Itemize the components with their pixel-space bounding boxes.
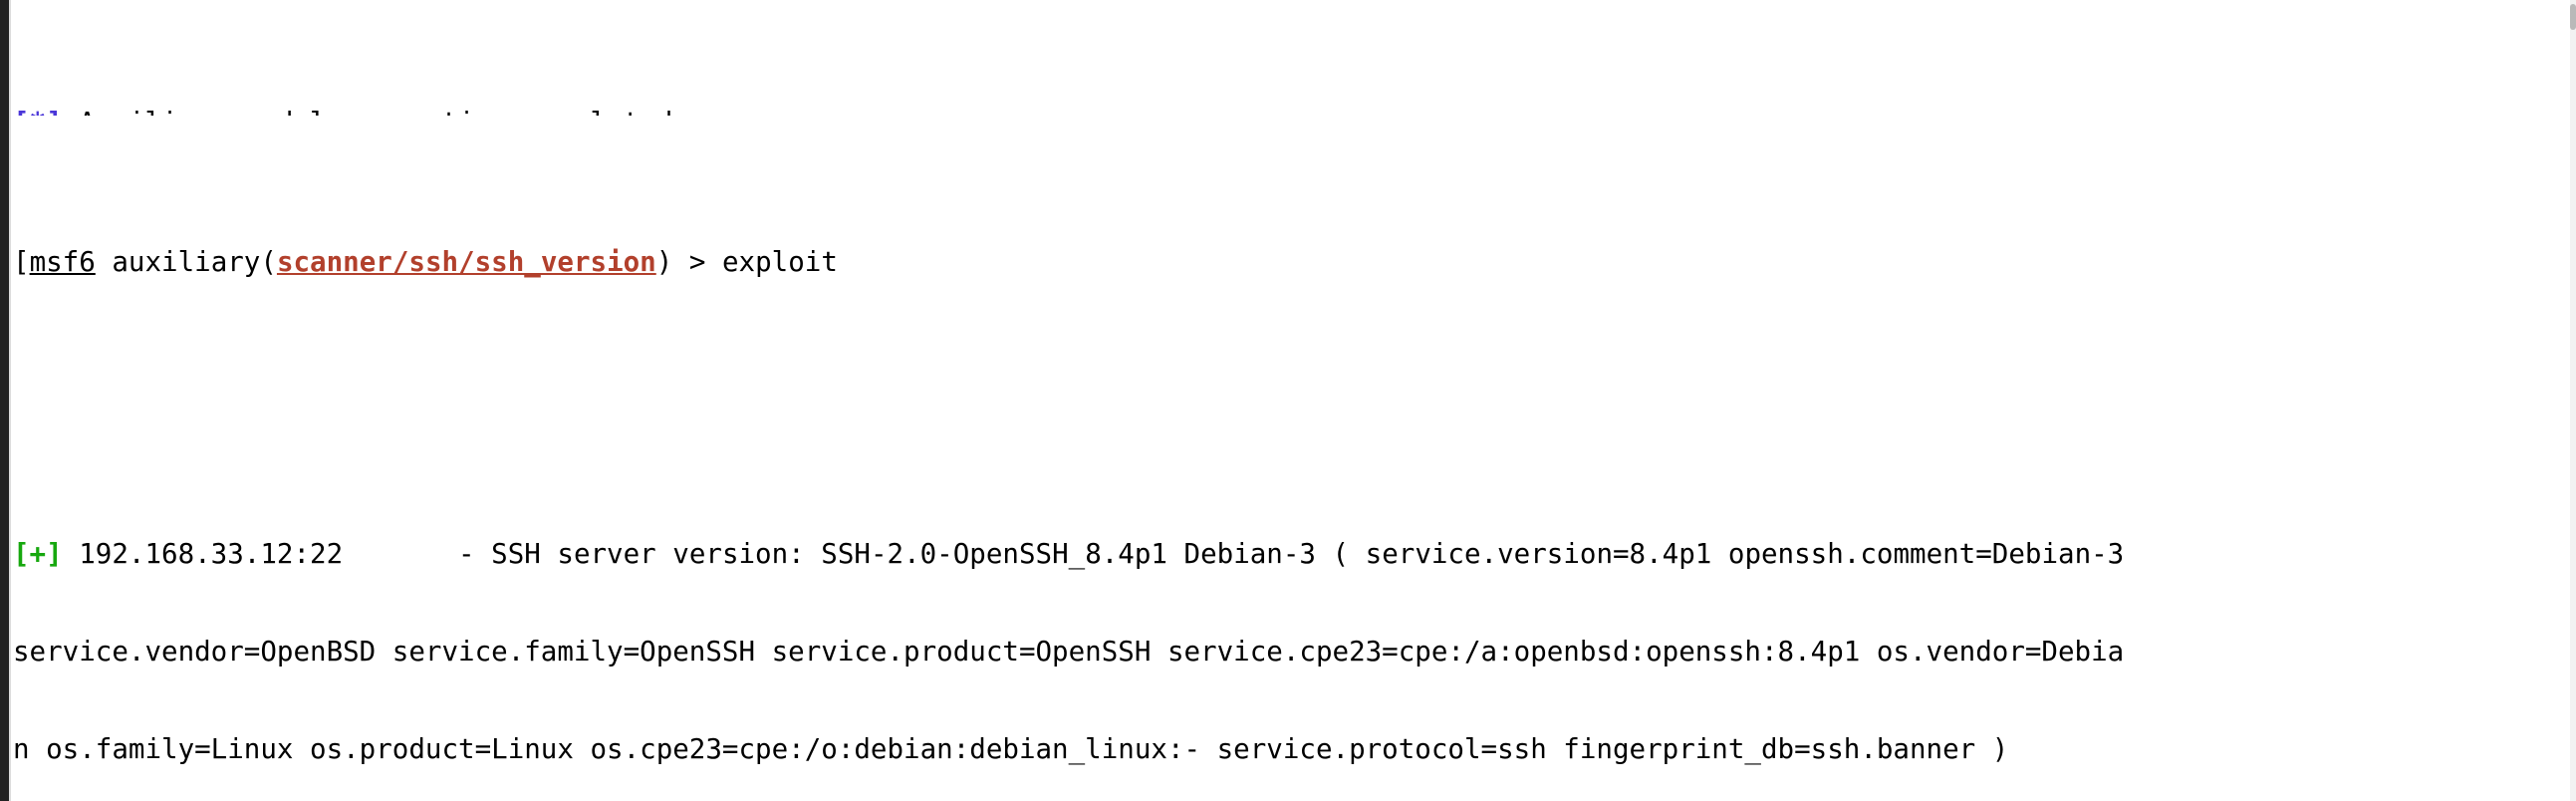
result-gap xyxy=(343,538,458,570)
prompt-bracket-open: [ xyxy=(13,245,30,278)
result-wrap-line: service.vendor=OpenBSD service.family=Op… xyxy=(13,636,2568,668)
result-host: 192.168.33.12:22 xyxy=(62,538,344,571)
gutter-edge-divider xyxy=(9,0,11,801)
scrollback-clipped-text: Auxiliary module execution completed xyxy=(63,107,672,116)
prompt-command-input[interactable]: exploit xyxy=(721,245,838,278)
result-wrap-text: service.vendor=OpenBSD service.family=Op… xyxy=(13,635,2125,668)
terminal-output-area[interactable]: [*] Auxiliary module execution completed… xyxy=(13,0,2568,801)
scrollback-clipped-line: [*] Auxiliary module execution completed xyxy=(13,107,2568,116)
result-body: - SSH server version: SSH-2.0-OpenSSH_8.… xyxy=(458,538,2125,571)
prompt-space xyxy=(96,246,113,278)
prompt-shell-label: msf6 xyxy=(29,245,96,278)
prompt-paren-open: ( xyxy=(260,245,277,278)
blank-line xyxy=(13,376,2568,408)
result-wrap-line: n os.family=Linux os.product=Linux os.cp… xyxy=(13,733,2568,766)
prompt-context-label: auxiliary xyxy=(112,245,261,278)
prompt-paren-close: ) xyxy=(655,245,673,278)
prompt-module-path: scanner/ssh/ssh_version xyxy=(276,245,656,278)
info-marker-icon: [*] xyxy=(13,107,63,116)
result-wrap-text: n os.family=Linux os.product=Linux os.cp… xyxy=(13,732,2009,765)
prompt-arrow: > xyxy=(672,245,722,278)
success-marker-icon: [+] xyxy=(13,538,63,571)
window-left-gutter xyxy=(0,0,9,801)
result-line-success: [+] 192.168.33.12:22 - SSH server versio… xyxy=(13,538,2568,571)
prompt-line[interactable]: [msf6 auxiliary(scanner/ssh/ssh_version)… xyxy=(13,246,2568,279)
scrollbar-track[interactable] xyxy=(2570,0,2576,801)
scrollbar-thumb[interactable] xyxy=(2570,4,2576,30)
